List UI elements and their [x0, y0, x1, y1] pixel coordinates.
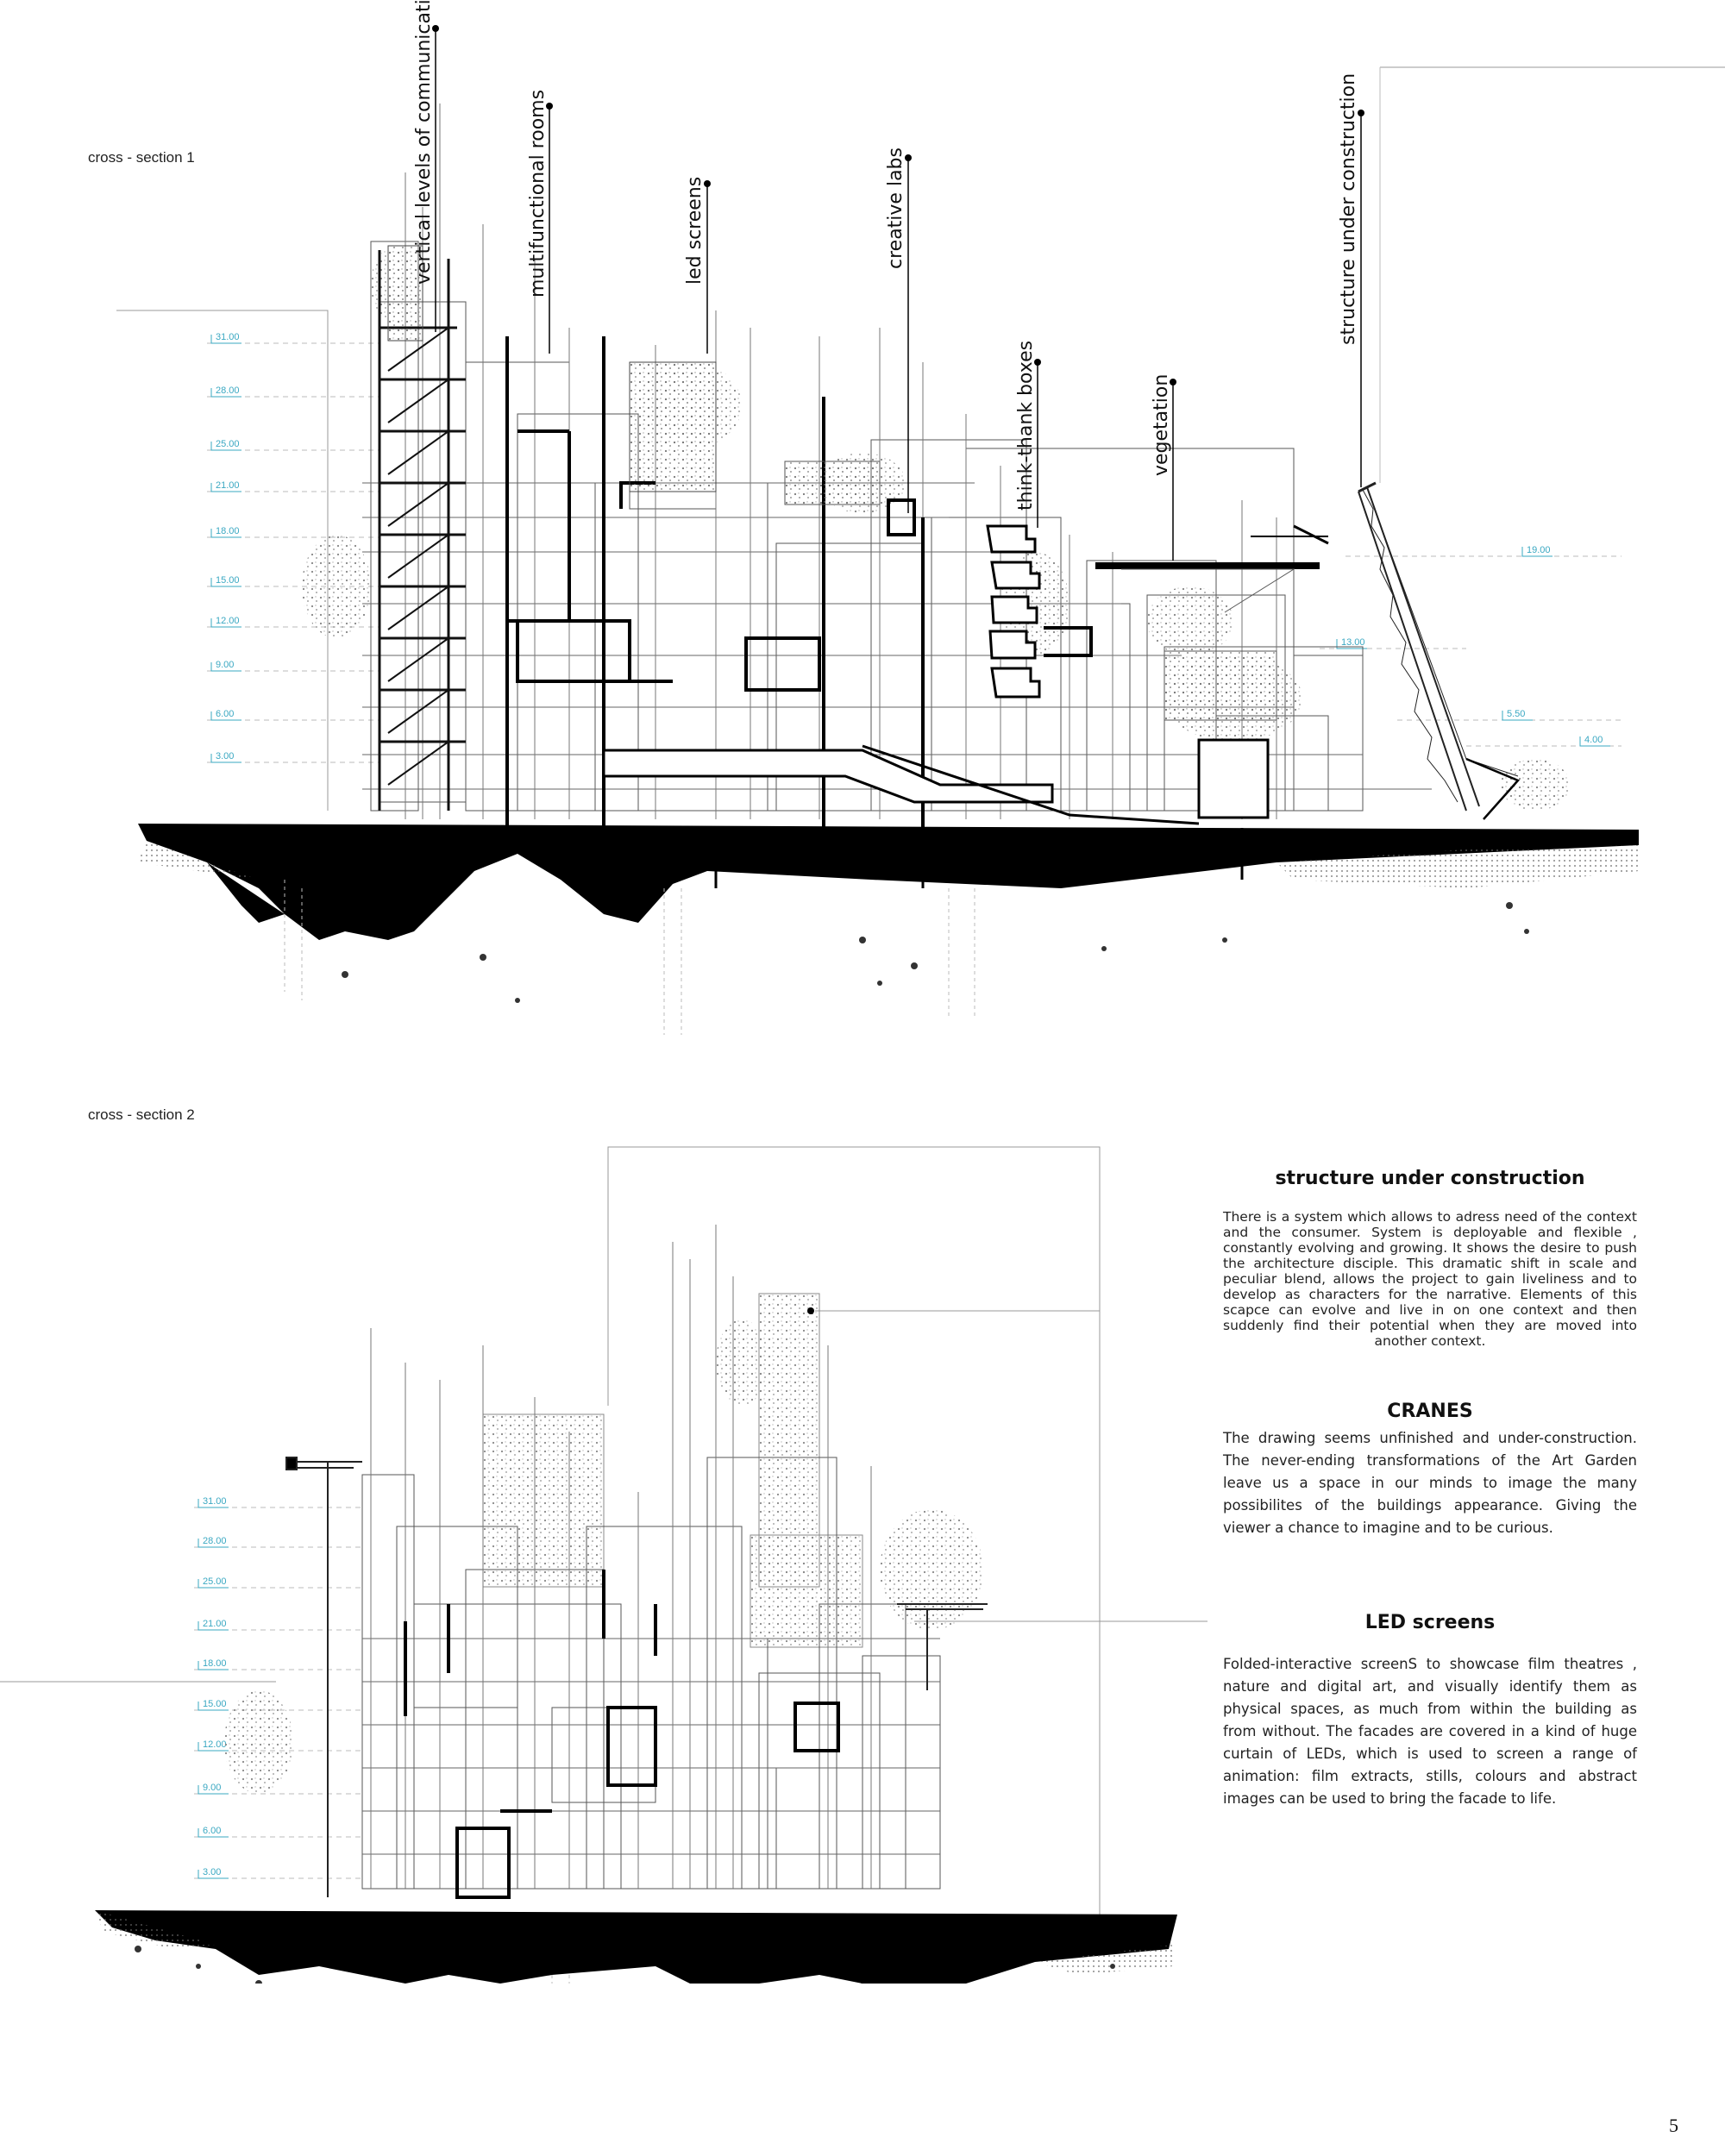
- level-label: 4.00: [1584, 735, 1603, 745]
- callout-vegetation: vegetation: [1151, 374, 1172, 476]
- level-label: 19.00: [1527, 545, 1551, 555]
- cranes-body: The drawing seems unfinished and under-c…: [1223, 1430, 1637, 1536]
- level-label: 25.00: [203, 1576, 227, 1587]
- level-label: 18.00: [203, 1658, 227, 1669]
- structure-body: There is a system which allows to adress…: [1223, 1209, 1637, 1349]
- level-label: 6.00: [216, 709, 234, 719]
- level-label: 18.00: [216, 526, 240, 536]
- level-label: 13.00: [1341, 637, 1365, 648]
- level-label: 28.00: [216, 385, 240, 396]
- think-tank-boxes: [986, 524, 1041, 699]
- level-label: 31.00: [216, 332, 240, 342]
- level-label: 15.00: [216, 575, 240, 586]
- level-label: 15.00: [203, 1699, 227, 1709]
- cross-section-2-drawing: 31.00 28.00 25.00 21.00 18.00 15.00 12.0…: [0, 1146, 1208, 1984]
- callout-think-thank-boxes: think-thank boxes: [1015, 341, 1037, 511]
- crane-drawing: [1358, 481, 1521, 820]
- level-label: 3.00: [203, 1867, 221, 1877]
- level-label: 21.00: [203, 1619, 227, 1629]
- section-1-callouts: vertical levels of communication multifu…: [413, 0, 1359, 511]
- level-label: 21.00: [216, 480, 240, 491]
- callout-structure-under-construction: structure under construction: [1338, 73, 1359, 345]
- level-label: 9.00: [216, 660, 234, 670]
- page-number: 5: [1669, 2115, 1678, 2136]
- level-label: 6.00: [203, 1826, 221, 1836]
- level-label: 9.00: [203, 1783, 221, 1793]
- callout-multifunctional-rooms: multifunctional rooms: [527, 90, 549, 298]
- level-label: 12.00: [203, 1739, 227, 1750]
- callout-creative-labs: creative labs: [885, 147, 906, 269]
- level-label: 31.00: [203, 1496, 227, 1507]
- level-label: 28.00: [203, 1536, 227, 1546]
- callout-vertical-communication: vertical levels of communication: [413, 0, 435, 285]
- level-label: 12.00: [216, 616, 240, 626]
- section-2-title: cross - section 2: [88, 1106, 195, 1123]
- led-heading: LED screens: [1364, 1612, 1496, 1633]
- cranes-heading: CRANES: [1387, 1401, 1473, 1422]
- level-label: 3.00: [216, 751, 234, 761]
- led-body: Folded-interactive screenS to showcase f…: [1223, 1656, 1637, 1807]
- levels-section-2-labels: 31.00 28.00 25.00 21.00 18.00 15.00 12.0…: [203, 1496, 227, 1877]
- cross-section-1-drawing: 31.00 28.00 25.00 21.00 18.00 15.00 12.0…: [116, 0, 1725, 1035]
- level-label: 25.00: [216, 439, 240, 449]
- structure-heading: structure under construction: [1275, 1168, 1585, 1189]
- level-label: 5.50: [1507, 709, 1525, 719]
- section-1-title: cross - section 1: [88, 149, 195, 166]
- callout-led-screens: led screens: [684, 177, 706, 285]
- levels-left-labels: 31.00 28.00 25.00 21.00 18.00 15.00 12.0…: [216, 332, 1603, 761]
